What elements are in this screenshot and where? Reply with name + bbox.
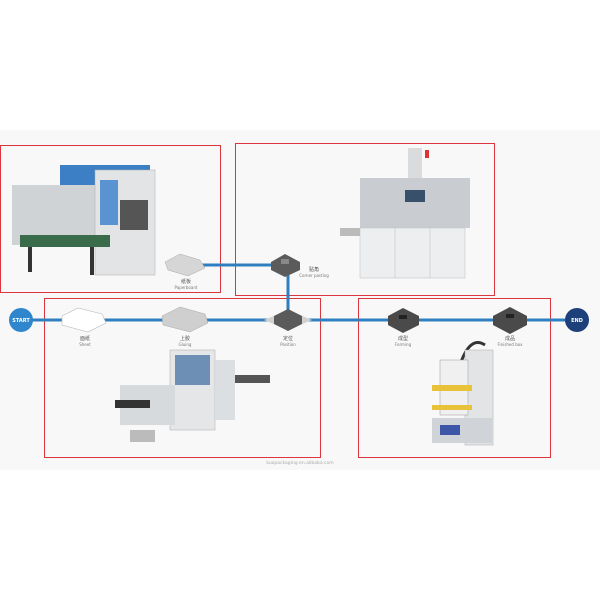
forming-machine-image	[432, 341, 494, 446]
gluing-sheet-icon	[161, 306, 209, 333]
frame-gluing-machine	[44, 298, 321, 458]
end-label: END	[571, 318, 583, 324]
start-label: START	[12, 318, 30, 324]
position-box-icon	[264, 309, 312, 331]
start-circle	[9, 308, 33, 332]
cutting-machine-image	[12, 165, 156, 276]
frame-cutting-machine	[0, 145, 221, 293]
watermark: kuopackaging.en.alibaba.com	[266, 461, 334, 466]
finished-box-icon	[493, 307, 527, 334]
gluing-machine-image	[115, 349, 270, 442]
frame-forming-machine	[358, 298, 551, 458]
end-circle	[565, 308, 589, 332]
corner-pasting-machine-image	[340, 148, 470, 279]
sheet-icon	[61, 307, 107, 333]
paperboard-icon	[164, 253, 206, 277]
frame-corner-pasting-machine	[235, 143, 495, 296]
corner-pasting-box-icon	[271, 254, 300, 277]
forming-box-icon	[388, 308, 419, 333]
